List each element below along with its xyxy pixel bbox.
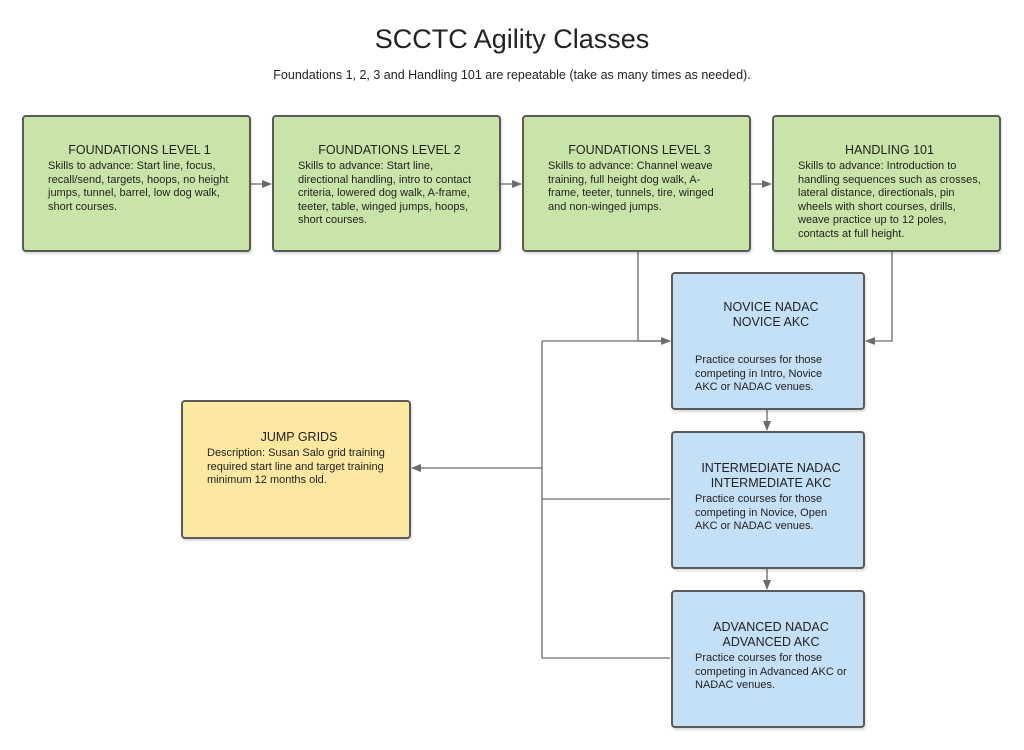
jump-grids-description: Description: Susan Salo grid training re… xyxy=(207,447,385,486)
foundations-level-1-description: Skills to advance: Start line, focus, re… xyxy=(48,160,229,213)
intermediate-node: INTERMEDIATE NADAC INTERMEDIATE AKC Prac… xyxy=(671,431,865,569)
novice-title-line1: NOVICE NADAC xyxy=(723,300,819,314)
jump-grids-title: JUMP GRIDS xyxy=(260,430,338,444)
connector-f3-to-novice xyxy=(637,251,671,345)
advanced-title-line2: ADVANCED AKC xyxy=(722,635,820,649)
novice-title-line2: NOVICE AKC xyxy=(732,315,810,329)
novice-description: Practice courses for those competing in … xyxy=(695,354,823,393)
foundations-level-1-node: FOUNDATIONS LEVEL 1 Skills to advance: S… xyxy=(22,115,251,252)
novice-node: NOVICE NADAC NOVICE AKC Practice courses… xyxy=(671,272,865,410)
foundations-level-3-node: FOUNDATIONS LEVEL 3 Skills to advance: C… xyxy=(522,115,751,252)
foundations-level-3-title: FOUNDATIONS LEVEL 3 xyxy=(568,143,711,157)
intermediate-description: Practice courses for those competing in … xyxy=(695,493,828,532)
handling-101-node: HANDLING 101 Skills to advance: Introduc… xyxy=(772,115,1001,252)
jump-grids-node: JUMP GRIDS Description: Susan Salo grid … xyxy=(181,400,411,539)
advanced-node: ADVANCED NADAC ADVANCED AKC Practice cou… xyxy=(671,590,865,728)
connector-h101-to-novice xyxy=(865,251,893,345)
intermediate-title-line2: INTERMEDIATE AKC xyxy=(710,476,832,490)
intermediate-title-line1: INTERMEDIATE NADAC xyxy=(701,461,841,475)
handling-101-description: Skills to advance: Introduction to handl… xyxy=(798,160,981,240)
foundations-level-3-description: Skills to advance: Channel weave trainin… xyxy=(548,160,714,213)
foundations-level-2-description: Skills to advance: Start line, direction… xyxy=(298,160,472,226)
advanced-title-line1: ADVANCED NADAC xyxy=(713,620,829,634)
diagram-title: SCCTC Agility Classes xyxy=(374,24,650,54)
handling-101-title: HANDLING 101 xyxy=(845,143,934,157)
foundations-level-2-node: FOUNDATIONS LEVEL 2 Skills to advance: S… xyxy=(272,115,501,252)
foundations-level-2-title: FOUNDATIONS LEVEL 2 xyxy=(318,143,461,157)
advanced-description: Practice courses for those competing in … xyxy=(695,652,847,691)
foundations-level-1-title: FOUNDATIONS LEVEL 1 xyxy=(68,143,211,157)
diagram-subtitle: Foundations 1, 2, 3 and Handling 101 are… xyxy=(273,68,751,82)
